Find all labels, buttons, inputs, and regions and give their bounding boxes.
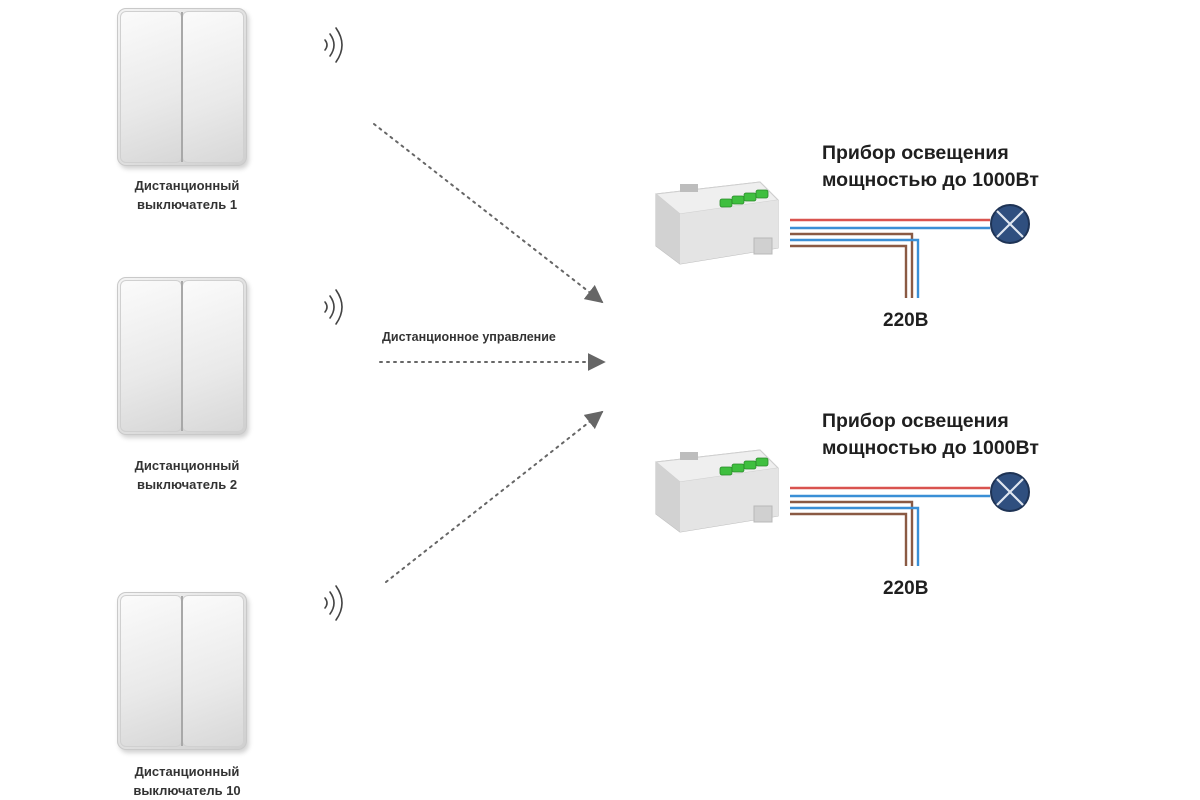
switch-10-label-line1: Дистанционный bbox=[134, 764, 240, 779]
device-2-title-line2: мощностью до 1000Вт bbox=[822, 437, 1039, 459]
switch-2-label-line1: Дистанционный bbox=[134, 458, 240, 473]
switch-1-label-line2: выключатель 1 bbox=[136, 197, 238, 212]
switch-1-label-line1: Дистанционный bbox=[134, 178, 240, 193]
wires-2 bbox=[790, 486, 990, 566]
device-1-voltage: 220В bbox=[883, 310, 929, 331]
switch-2-label-line2: выключатель 2 bbox=[136, 477, 238, 492]
lamp-1-icon bbox=[990, 204, 1030, 244]
wall-switch-10-icon bbox=[117, 592, 247, 750]
device-2-title-line1: Прибор освещения bbox=[822, 410, 1009, 432]
wall-switch-2-icon bbox=[117, 277, 247, 435]
switch-1-label: Дистанционный выключатель 1 bbox=[97, 176, 277, 214]
device-1-title-line1: Прибор освещения bbox=[822, 142, 1009, 164]
signal-arrow-3 bbox=[385, 410, 604, 583]
switch-2-label: Дистанционный выключатель 2 bbox=[97, 456, 277, 494]
wifi-signal-icon bbox=[324, 27, 343, 63]
device-2-voltage: 220В bbox=[883, 578, 929, 599]
remote-control-label: Дистанционное управление bbox=[382, 330, 556, 344]
wall-switch-1-icon bbox=[117, 8, 247, 166]
device-2-title: Прибор освещения мощностью до 1000Вт bbox=[822, 408, 1122, 462]
wifi-signal-icon bbox=[324, 289, 343, 325]
device-1-title: Прибор освещения мощностью до 1000Вт bbox=[822, 140, 1122, 194]
switch-10-label-line2: выключатель 10 bbox=[133, 783, 241, 798]
device-1-title-line2: мощностью до 1000Вт bbox=[822, 169, 1039, 191]
signal-arrow-1 bbox=[373, 123, 604, 304]
wifi-signal-icon bbox=[324, 585, 343, 621]
relay-module-1-icon bbox=[654, 181, 780, 265]
wires-1 bbox=[790, 218, 990, 298]
switch-10-label: Дистанционный выключатель 10 bbox=[97, 762, 277, 800]
relay-module-2-icon bbox=[654, 449, 780, 533]
lamp-2-icon bbox=[990, 472, 1030, 512]
